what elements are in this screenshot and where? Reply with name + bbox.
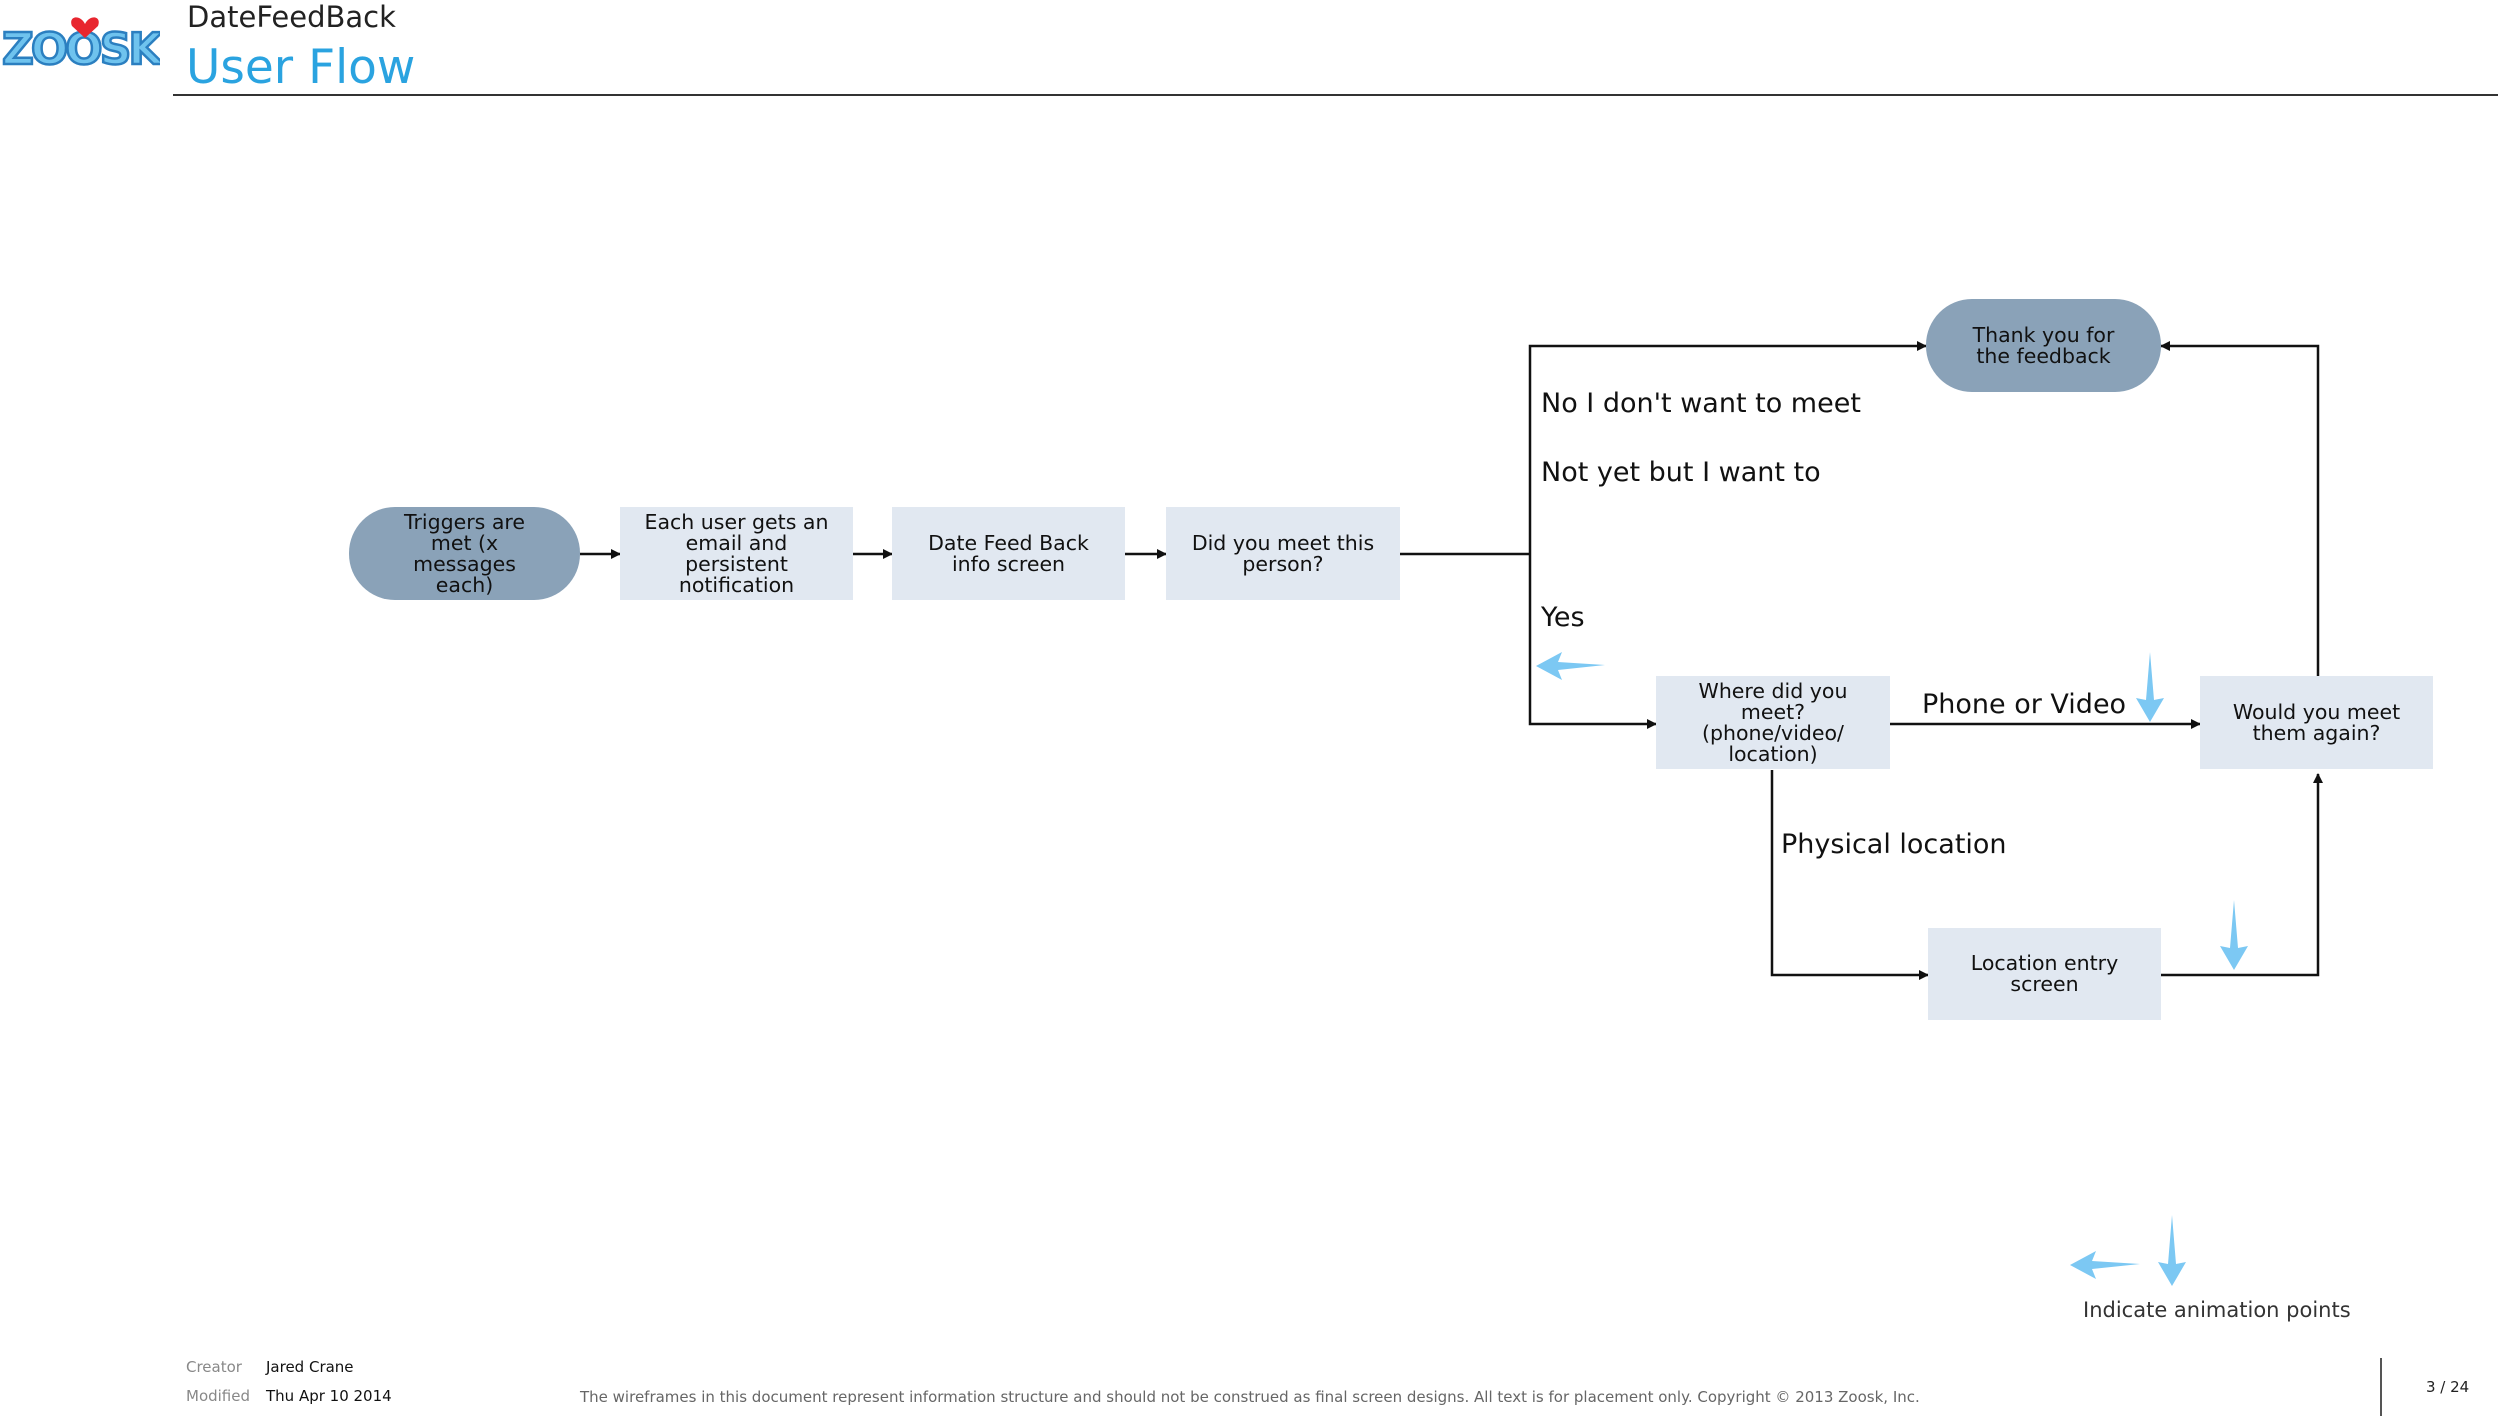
legend-arrow-down-icon bbox=[2158, 1215, 2186, 1286]
edge-label-no: No I don't want to meet bbox=[1541, 388, 1861, 419]
animation-arrow-down-icon bbox=[2220, 900, 2248, 970]
edge-label-phone-video: Phone or Video bbox=[1922, 689, 2127, 720]
legend-arrow-left-icon bbox=[2070, 1251, 2140, 1279]
zoosk-logo: ZOOSK bbox=[1, 17, 160, 72]
document-title: DateFeedBack bbox=[187, 0, 396, 34]
animation-arrow-down-icon bbox=[2136, 652, 2164, 722]
edge-label-yes: Yes bbox=[1541, 602, 1585, 633]
edge-label-physical: Physical location bbox=[1781, 829, 2007, 860]
modified-key: Modified bbox=[186, 1387, 251, 1405]
animation-arrow-left-icon bbox=[1536, 652, 1605, 680]
edge-branch-to-thank-you bbox=[1528, 341, 1927, 554]
heart-icon bbox=[71, 17, 99, 38]
edge-label-not-yet: Not yet but I want to bbox=[1541, 457, 1821, 488]
modified-value: Thu Apr 10 2014 bbox=[266, 1387, 392, 1405]
footer-divider bbox=[2380, 1358, 2382, 1416]
creator-key: Creator bbox=[186, 1358, 242, 1376]
disclaimer: The wireframes in this document represen… bbox=[580, 1388, 1920, 1406]
edge-where-to-location bbox=[1770, 770, 1929, 980]
legend-label: Indicate animation points bbox=[2083, 1298, 2351, 1322]
edge-location-to-meet-again bbox=[2161, 773, 2323, 977]
page-title: User Flow bbox=[186, 40, 416, 95]
edge-meet-again-to-thank-you bbox=[2160, 341, 2320, 676]
creator-value: Jared Crane bbox=[266, 1358, 354, 1376]
edge-branch-to-where bbox=[1528, 554, 1657, 729]
page-number: 3 / 24 bbox=[2426, 1378, 2470, 1396]
header-divider bbox=[173, 94, 2498, 96]
